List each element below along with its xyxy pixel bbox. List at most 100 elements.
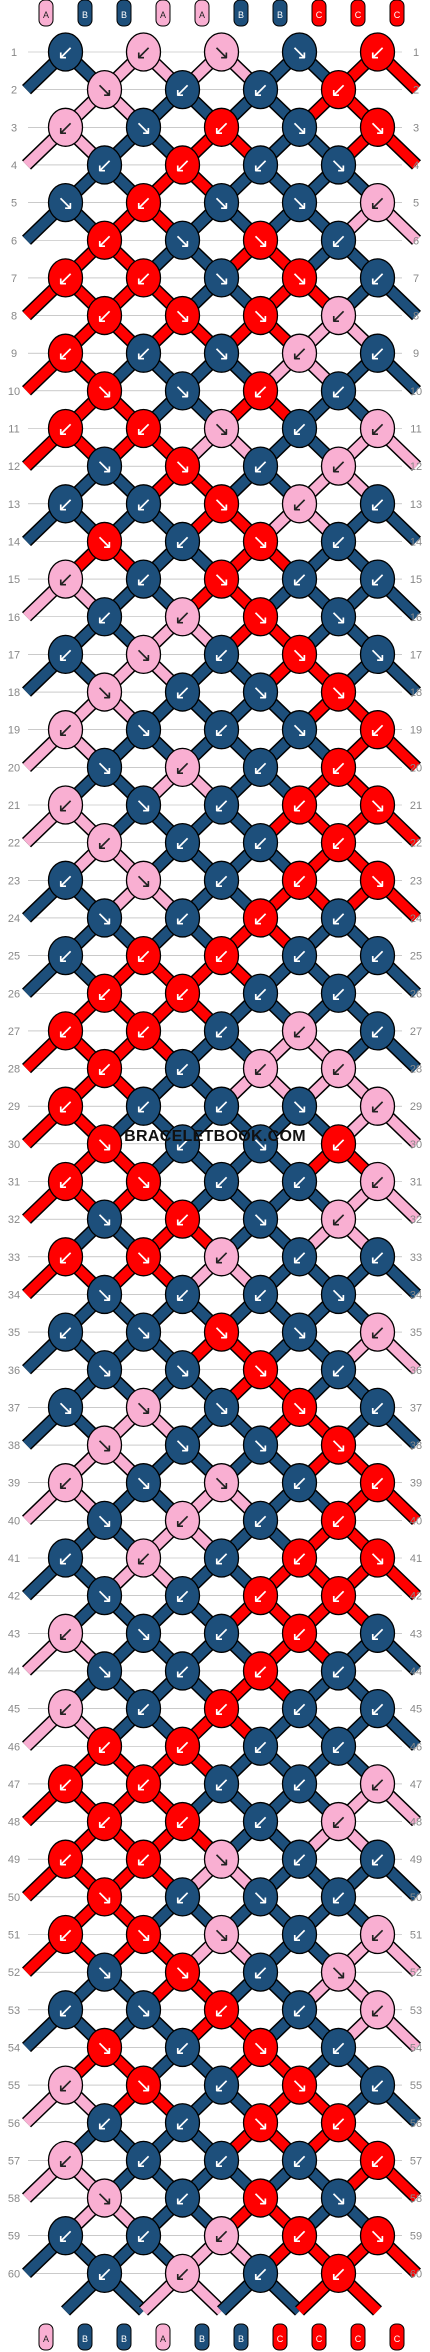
- knot-direction-arrow: ↘: [252, 2111, 269, 2135]
- knot-direction-arrow: ↙: [330, 454, 347, 478]
- knot: [281, 1161, 318, 1202]
- row-number-right: 52: [410, 1967, 422, 1979]
- knot: [203, 1764, 240, 1804]
- knot: [164, 1124, 201, 1164]
- knot-direction-arrow: ↙: [291, 793, 308, 817]
- knot: [320, 371, 357, 411]
- knot-direction-arrow: ↙: [96, 1057, 113, 1081]
- row-number-left: 22: [8, 838, 20, 850]
- row-number-left: 51: [8, 1930, 20, 1942]
- string-end-tag-label: B: [238, 2334, 244, 2344]
- knot: [281, 1914, 318, 1955]
- row-number-left: 39: [8, 1478, 20, 1490]
- row-number-left: 30: [8, 1139, 20, 1151]
- knot: [242, 1350, 279, 1390]
- knot-direction-arrow: ↙: [330, 1358, 347, 1382]
- knot: [47, 935, 84, 976]
- knot: [86, 1801, 123, 1842]
- knot: [203, 710, 240, 750]
- knot-direction-arrow: ↘: [174, 304, 191, 328]
- knot-direction-arrow: ↙: [291, 1019, 308, 1043]
- row-number-left: 57: [8, 2155, 20, 2167]
- knot: [164, 1877, 201, 1917]
- knot: [281, 1463, 318, 1503]
- row-number-left: 3: [11, 122, 17, 134]
- knot-direction-arrow: ↙: [330, 379, 347, 403]
- knot: [125, 1538, 162, 1578]
- knot-direction-arrow: ↘: [330, 605, 347, 629]
- knot: [203, 634, 240, 675]
- knot-direction-arrow: ↘: [135, 1245, 152, 1269]
- knot-direction-arrow: ↘: [252, 228, 269, 252]
- string-start-tag: [38, 0, 54, 27]
- knot: [164, 1199, 201, 1239]
- knot-direction-arrow: ↙: [369, 266, 386, 290]
- knot: [320, 898, 357, 938]
- knot-direction-arrow: ↙: [135, 1772, 152, 1796]
- knot: [359, 1839, 396, 1879]
- knot-direction-arrow: ↙: [330, 1810, 347, 1834]
- knot: [125, 559, 162, 599]
- knot-direction-arrow: ↙: [291, 1923, 308, 1947]
- knot-direction-arrow: ↙: [369, 492, 386, 516]
- knot-direction-arrow: ↙: [369, 1923, 386, 1947]
- string-start-tag-label: C: [394, 10, 401, 20]
- knot-direction-arrow: ↙: [252, 755, 269, 779]
- row-number-left: 2: [11, 85, 17, 97]
- knot: [359, 1011, 396, 1051]
- knot-direction-arrow: ↘: [174, 1433, 191, 1457]
- row-number-right: 35: [410, 1327, 422, 1339]
- knot-direction-arrow: ↘: [135, 1621, 152, 1645]
- row-number-right: 44: [410, 1666, 422, 1678]
- knot-direction-arrow: ↙: [57, 1998, 74, 2022]
- knot: [281, 1764, 318, 1804]
- knot-direction-arrow: ↘: [96, 2035, 113, 2059]
- knot: [164, 446, 201, 486]
- knot: [320, 1350, 357, 1390]
- knot-direction-arrow: ↙: [57, 642, 74, 666]
- knot-direction-arrow: ↙: [57, 1245, 74, 1269]
- knot-direction-arrow: ↙: [369, 40, 386, 64]
- knot: [125, 182, 162, 223]
- knot-direction-arrow: ↙: [252, 1057, 269, 1081]
- row-number-left: 60: [8, 2268, 20, 2280]
- knot-direction-arrow: ↘: [96, 1132, 113, 1156]
- knot-direction-arrow: ↙: [330, 1057, 347, 1081]
- knot-direction-arrow: ↙: [174, 906, 191, 930]
- knot-direction-arrow: ↘: [96, 1960, 113, 1984]
- knot: [86, 1350, 123, 1390]
- knot-direction-arrow: ↙: [57, 1170, 74, 1194]
- knot-direction-arrow: ↘: [135, 793, 152, 817]
- knot-direction-arrow: ↙: [174, 1584, 191, 1608]
- knot: [203, 1237, 240, 1277]
- row-number-left: 55: [8, 2080, 20, 2092]
- knot: [281, 107, 318, 147]
- row-number-right: 2: [413, 85, 419, 97]
- knot-direction-arrow: ↙: [135, 40, 152, 64]
- watermark: BRACELETBOOK.COM: [124, 1128, 306, 1145]
- knot: [164, 2103, 201, 2143]
- string-end-tag: [116, 2323, 132, 2351]
- knot-direction-arrow: ↙: [135, 567, 152, 591]
- knot-direction-arrow: ↙: [369, 1395, 386, 1419]
- knot-direction-arrow: ↘: [57, 1395, 74, 1419]
- knot: [359, 258, 396, 298]
- knot-direction-arrow: ↙: [57, 718, 74, 742]
- string-start-tag-label: B: [82, 10, 88, 20]
- knot-direction-arrow: ↘: [96, 1885, 113, 1909]
- knot: [125, 2140, 162, 2181]
- knot: [125, 1764, 162, 1804]
- knot-direction-arrow: ↘: [96, 1207, 113, 1231]
- row-number-left: 42: [8, 1591, 20, 1603]
- knot-direction-arrow: ↙: [96, 2111, 113, 2135]
- knot-direction-arrow: ↙: [369, 567, 386, 591]
- row-number-right: 40: [410, 1515, 422, 1527]
- knot: [203, 258, 240, 298]
- knot-direction-arrow: ↙: [330, 529, 347, 553]
- row-number-left: 4: [11, 160, 17, 172]
- knot-direction-arrow: ↙: [252, 1659, 269, 1683]
- knot-direction-arrow: ↙: [213, 1019, 230, 1043]
- knot: [242, 220, 279, 260]
- knot-direction-arrow: ↙: [174, 529, 191, 553]
- knot: [281, 710, 318, 750]
